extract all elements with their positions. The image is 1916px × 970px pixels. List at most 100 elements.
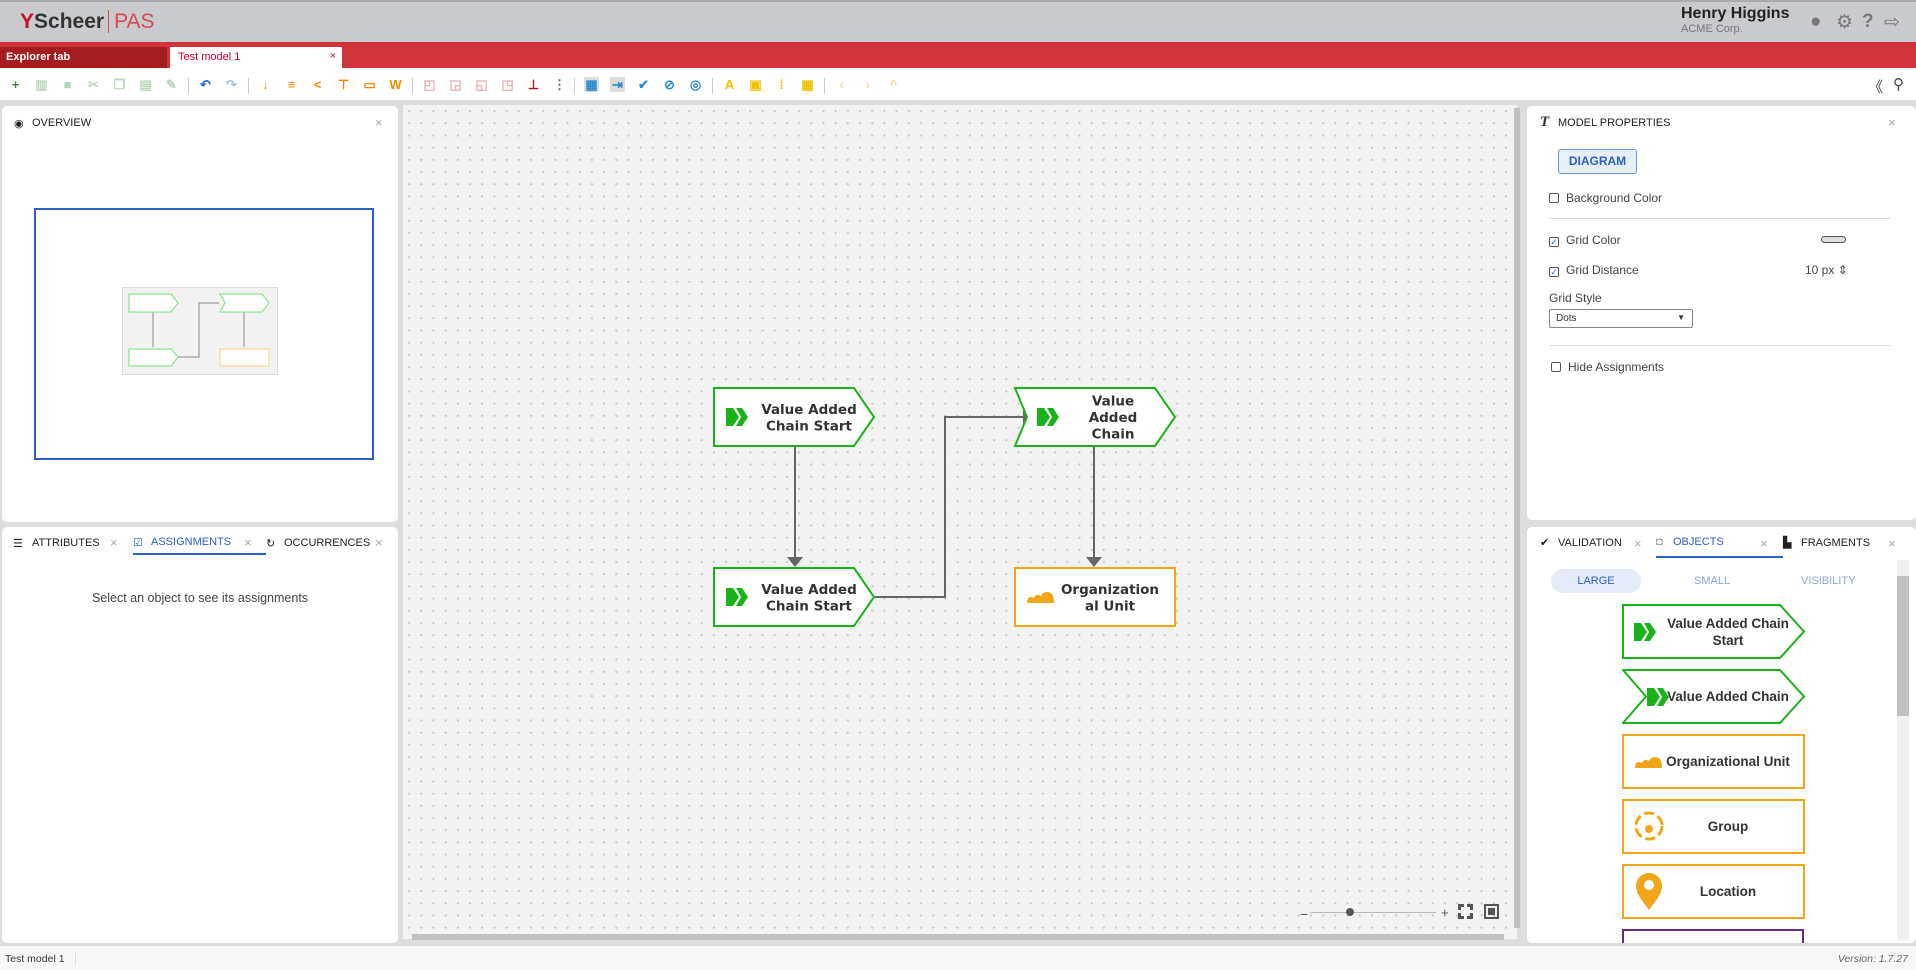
checkbox[interactable] — [1549, 193, 1559, 203]
tab-objects[interactable]: OBJECTS — [1673, 536, 1724, 548]
background-color-row[interactable]: Background Color — [1549, 191, 1662, 205]
close-icon[interactable]: × — [1634, 536, 1642, 551]
validate-icon[interactable]: ✔ — [638, 77, 649, 92]
label: Grid Color — [1566, 233, 1621, 247]
share-icon[interactable]: < — [313, 77, 322, 92]
zoom-slider[interactable] — [1310, 912, 1436, 913]
rows-icon[interactable]: ▦ — [801, 77, 814, 92]
collapse-panel-icon[interactable]: 《 — [1868, 79, 1884, 96]
close-icon[interactable]: × — [375, 535, 383, 550]
paste-icon[interactable]: ▤ — [139, 77, 152, 92]
diagram-node-organizational-unit[interactable]: Organizational Unit — [1014, 567, 1176, 627]
copy-icon[interactable]: ❐ — [113, 77, 126, 92]
tab-diagram[interactable]: DIAGRAM — [1558, 149, 1637, 174]
search-icon[interactable]: ⚲ — [1893, 76, 1904, 93]
help-icon[interactable]: ? — [1862, 11, 1874, 32]
format-painter-icon[interactable]: ✎ — [166, 77, 177, 92]
import-icon[interactable]: ↓ — [262, 77, 269, 92]
object-palette-item[interactable]: Organizational Unit — [1622, 734, 1805, 789]
close-icon[interactable]: × — [244, 535, 252, 550]
viewport-rectangle[interactable] — [34, 208, 374, 460]
scrollbar-thumb[interactable] — [1897, 576, 1909, 716]
pin-icon[interactable]: ⊤ — [337, 77, 350, 92]
grid-style-select[interactable]: Dots▼ — [1549, 309, 1693, 328]
close-icon[interactable]: × — [1760, 536, 1768, 551]
hide-assignments-row[interactable]: Hide Assignments — [1551, 360, 1664, 374]
grid-distance-input[interactable]: 10 px ⇕ — [1805, 263, 1848, 277]
grid-distance-row[interactable]: ✓Grid Distance — [1549, 263, 1639, 277]
new-model-icon[interactable]: + — [11, 77, 20, 92]
print-icon[interactable]: ▭ — [363, 77, 376, 92]
tab-assignments[interactable]: ASSIGNMENTS — [151, 536, 232, 548]
grid-layout-icon[interactable]: ▦ — [584, 77, 599, 92]
object-palette-item[interactable]: Value Added Chain — [1622, 669, 1806, 724]
gear-icon[interactable]: ⚙ — [1836, 12, 1854, 33]
object-palette-item[interactable]: Value Added Chain Start — [1622, 604, 1806, 659]
more-icon[interactable]: ⋮ — [553, 77, 566, 92]
object-label: Organizational Unit — [1666, 754, 1790, 769]
overview-minimap[interactable] — [122, 287, 278, 375]
hide-icon[interactable]: ⊘ — [664, 77, 675, 92]
size-small-button[interactable]: SMALL — [1694, 575, 1731, 587]
duplicate-icon[interactable]: ■ — [63, 77, 72, 92]
diagram-canvas[interactable] — [403, 105, 1517, 939]
export-icon[interactable]: ≡ — [287, 77, 296, 92]
zoom-out-button[interactable]: − — [1300, 906, 1309, 922]
up-icon[interactable]: ^ — [889, 77, 898, 92]
send-back-icon[interactable]: ◲ — [449, 77, 462, 92]
previous-icon[interactable]: ‹ — [839, 77, 844, 92]
close-icon[interactable]: × — [110, 535, 118, 550]
connect-icon[interactable]: ⇥ — [610, 77, 625, 92]
word-export-icon[interactable]: W — [389, 77, 402, 92]
text-format-icon: T — [1540, 114, 1550, 130]
cut-icon[interactable]: ✂ — [88, 77, 99, 92]
checkbox-checked[interactable]: ✓ — [1549, 237, 1559, 247]
grid-color-swatch[interactable] — [1821, 236, 1846, 243]
close-icon[interactable]: × — [375, 115, 383, 130]
zoom-in-button[interactable]: + — [1441, 905, 1449, 920]
close-icon[interactable]: × — [1888, 536, 1896, 551]
close-icon[interactable]: × — [329, 50, 336, 62]
ungroup-icon[interactable]: ◳ — [501, 77, 514, 92]
checkbox[interactable] — [1551, 362, 1561, 372]
close-icon[interactable]: × — [1888, 115, 1896, 130]
logout-icon[interactable]: ⇨ — [1884, 12, 1900, 33]
object-palette-item[interactable]: Group — [1622, 799, 1805, 854]
horizontal-scrollbar[interactable] — [412, 934, 1504, 940]
connector[interactable] — [875, 416, 1023, 598]
tab-test-model[interactable]: Test model 1× — [170, 47, 342, 68]
bring-front-icon[interactable]: ◰ — [423, 77, 436, 92]
tab-validation[interactable]: VALIDATION — [1558, 537, 1622, 549]
validation-icon: ✔ — [1540, 537, 1550, 549]
tab-occurrences[interactable]: OCCURRENCES — [284, 537, 371, 549]
text-icon[interactable]: A — [724, 77, 735, 92]
overlap-icon[interactable]: ◎ — [689, 77, 702, 92]
tab-fragments[interactable]: FRAGMENTS — [1801, 537, 1871, 549]
size-large-button[interactable]: LARGE — [1551, 569, 1641, 593]
visibility-button[interactable]: VISIBILITY — [1801, 575, 1856, 587]
next-icon[interactable]: › — [865, 77, 870, 92]
actual-size-icon[interactable] — [1484, 904, 1499, 919]
undo-icon[interactable]: ↶ — [200, 77, 211, 92]
vertical-scrollbar[interactable] — [1514, 108, 1520, 928]
user-icon[interactable]: ● — [1810, 11, 1822, 32]
group-icon[interactable]: ◱ — [475, 77, 488, 92]
zoom-slider-handle[interactable] — [1346, 908, 1354, 916]
redo-icon[interactable]: ↷ — [226, 77, 237, 92]
fit-screen-icon[interactable] — [1458, 904, 1473, 919]
object-palette-item[interactable]: Location — [1622, 864, 1805, 919]
grid-color-row[interactable]: ✓ Grid Color — [1549, 233, 1621, 247]
hierarchy-icon[interactable]: ⊥ — [527, 77, 540, 92]
tab-explorer[interactable]: Explorer tab — [0, 47, 167, 68]
object-palette-item[interactable] — [1622, 929, 1804, 943]
columns-icon[interactable]: ⁞ — [779, 77, 784, 92]
tab-attributes[interactable]: ATTRIBUTES — [32, 537, 100, 549]
spinner-icon[interactable]: ⇕ — [1837, 263, 1848, 277]
checkbox-checked[interactable]: ✓ — [1549, 267, 1559, 277]
image-icon[interactable]: ▣ — [749, 77, 762, 92]
delete-icon[interactable]: ▥ — [35, 77, 48, 92]
objects-scrollbar[interactable] — [1897, 560, 1909, 940]
